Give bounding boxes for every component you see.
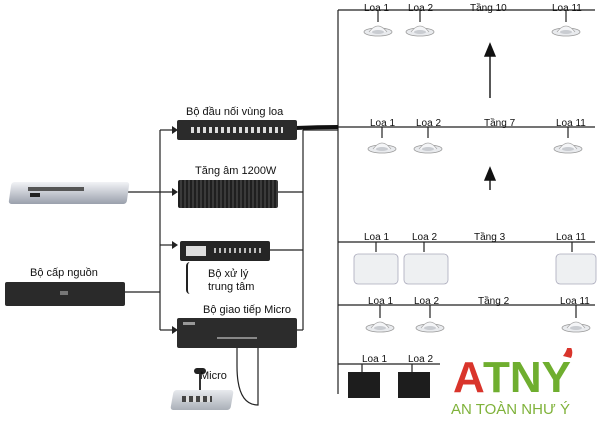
micro-station <box>170 368 234 412</box>
logo-letters-tny: TNY <box>483 353 571 402</box>
dvd-player <box>8 178 130 208</box>
ceiling-speaker <box>405 25 435 37</box>
power-supply-label: Bộ cấp nguồn <box>30 267 98 279</box>
floor-3-loa2: Loa 2 <box>412 232 438 243</box>
amplifier-label: Tăng âm 1200W <box>195 165 277 177</box>
micro-label: Micro <box>200 370 227 382</box>
logo-letter-a: A <box>453 353 485 402</box>
ceiling-speaker <box>553 142 583 154</box>
up-arrows <box>483 42 497 190</box>
floor-7-loa2: Loa 2 <box>416 118 442 129</box>
box-speaker <box>348 372 430 398</box>
floor-2-loa11: Loa 11 <box>560 296 590 307</box>
floor-2-loa1: Loa 1 <box>368 296 394 307</box>
ceiling-speaker <box>365 321 395 333</box>
zone-connector-device <box>177 120 297 140</box>
floor-7-loa11: Loa 11 <box>556 118 586 129</box>
processor-device <box>180 241 270 261</box>
floor-3-title: Tầng 3 <box>474 232 506 243</box>
atny-logo: A TNY AN TOÀN NHƯ Ý <box>451 348 573 418</box>
floor-7-loa1: Loa 1 <box>370 118 396 129</box>
ceiling-speaker <box>367 142 397 154</box>
ceiling-speaker <box>363 25 393 37</box>
floor-1-loa2: Loa 2 <box>408 354 434 365</box>
floor-1-loa1: Loa 1 <box>362 354 388 365</box>
wall-speaker <box>353 253 597 285</box>
logo-tagline: AN TOÀN NHƯ Ý <box>451 401 570 418</box>
floor-7-title: Tầng 7 <box>484 118 516 129</box>
ceiling-speaker <box>561 321 591 333</box>
floor-10-loa11: Loa 11 <box>552 3 582 14</box>
floor-10-title: Tầng 10 <box>470 3 507 14</box>
floor-2-loa2: Loa 2 <box>414 296 440 307</box>
floor-3-loa11: Loa 11 <box>556 232 586 243</box>
ceiling-speaker <box>413 142 443 154</box>
processor-label-2: trung tâm <box>208 281 255 293</box>
flame-icon <box>563 348 573 358</box>
zone-connector-label: Bộ đầu nối vùng loa <box>186 106 284 118</box>
floor-10-loa1: Loa 1 <box>364 3 390 14</box>
gooseneck-mic <box>186 262 196 294</box>
micro-interface-device <box>177 318 297 348</box>
floor-2-title: Tầng 2 <box>478 296 510 307</box>
power-supply-device <box>5 282 125 306</box>
ceiling-speaker <box>415 321 445 333</box>
floor-3-loa1: Loa 1 <box>364 232 390 243</box>
amplifier-device <box>178 180 278 208</box>
micro-interface-label: Bộ giao tiếp Micro <box>203 304 292 316</box>
ceiling-speaker <box>551 25 581 37</box>
processor-label-1: Bộ xử lý <box>208 268 249 280</box>
floor-10-loa2: Loa 2 <box>408 3 434 14</box>
